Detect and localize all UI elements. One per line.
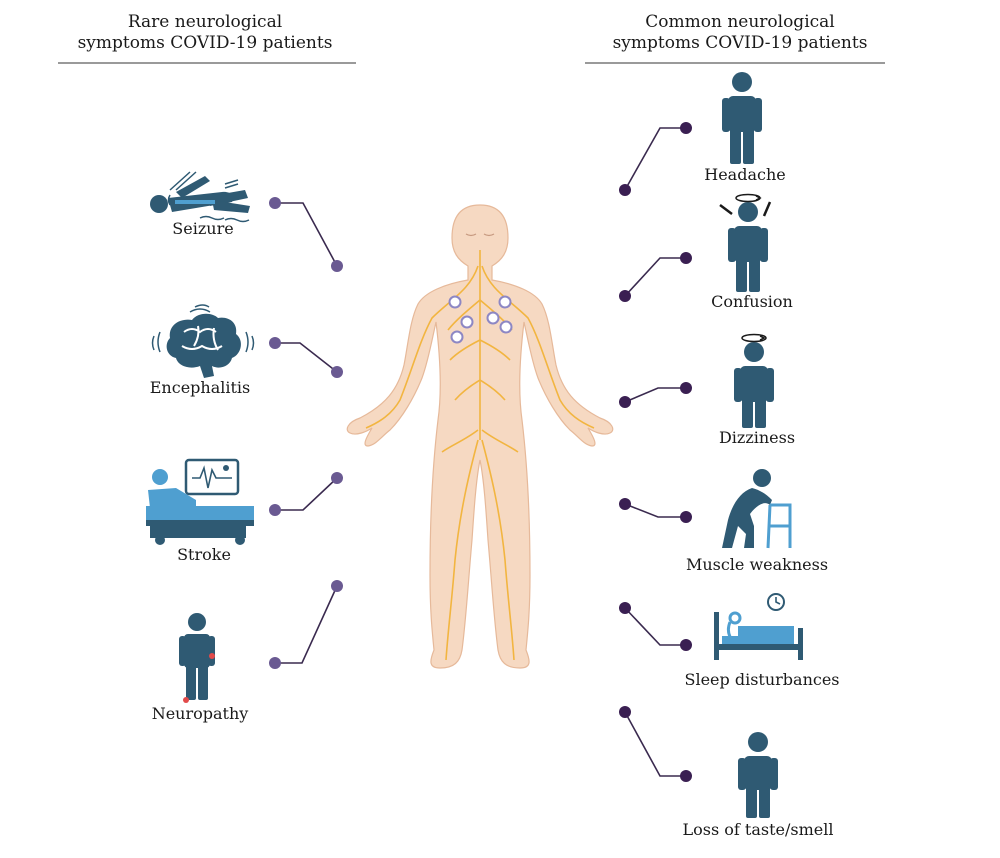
rare-heading-line-1: Rare neurological [127,12,283,32]
common-symptom-confusion: Confusion [711,292,793,311]
connector-seizure [275,202,338,267]
person-walker-icon [722,469,792,549]
common-symptom-sleep-disturbances: Sleep disturbances [684,670,840,689]
common-symptom-muscle-weakness: Muscle weakness [685,555,829,574]
person-confusion-icon [719,193,772,292]
rare-symptom-neuropathy: Neuropathy [151,704,249,723]
common-connectors [624,127,686,777]
connector-stroke [275,477,338,511]
brain-icon [151,304,255,378]
common-dots [619,122,692,782]
rare-heading-rule [58,62,356,64]
rare-symptom-encephalitis: Encephalitis [149,378,251,397]
rare-connectors [275,202,338,664]
common-heading-rule [585,62,885,64]
seizure-icon [150,171,250,223]
common-heading-line-1: Common neurological [645,12,835,32]
person-icon [722,72,762,164]
bed-clock-icon [714,593,803,660]
person-nerve-pain-icon [179,613,215,703]
common-heading-line-2: symptoms COVID-19 patients [612,33,868,53]
connector-neuropathy [275,585,338,664]
rare-dots [269,197,343,669]
common-heading: Common neurological symptoms COVID-19 pa… [590,12,890,54]
virus-particles [448,295,513,344]
connector-sleep-disturbances [624,607,686,646]
common-symptom-loss-of-taste-smell: Loss of taste/smell [682,820,834,839]
connector-confusion [624,257,686,297]
rare-symptom-seizure: Seizure [172,219,234,238]
common-symptom-headache: Headache [704,165,786,184]
human-body [346,204,614,669]
connector-dizziness [624,387,686,403]
person-icon [738,732,778,818]
hospital-bed-monitor-icon [146,458,254,545]
connector-headache [624,127,686,191]
connector-loss-of-taste-smell [624,711,686,777]
connector-muscle-weakness [624,503,686,518]
nervous-system [365,250,595,661]
rare-heading-line-2: symptoms COVID-19 patients [77,33,333,53]
rare-symptom-stroke: Stroke [177,545,231,564]
rare-heading: Rare neurological symptoms COVID-19 pati… [50,12,360,54]
common-symptom-dizziness: Dizziness [718,428,796,447]
person-dizzy-icon [734,333,774,428]
connector-encephalitis [275,342,338,373]
